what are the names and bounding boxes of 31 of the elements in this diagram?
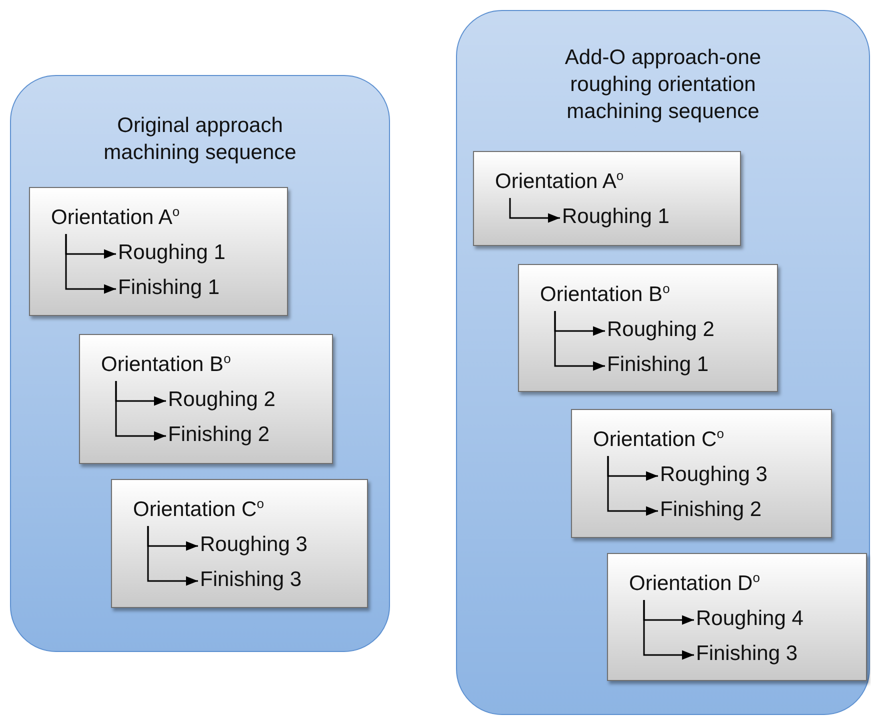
operation-label: Roughing 1 <box>118 241 226 265</box>
operation-label: Roughing 2 <box>607 318 714 342</box>
orientation-box <box>29 187 288 316</box>
orientation-box <box>111 479 368 608</box>
orientation-heading: Orientation A$^{o}$ <box>51 206 180 230</box>
orientation-box <box>518 264 778 392</box>
operation-label: Roughing 2 <box>168 388 276 412</box>
operation-label: Finishing 2 <box>168 423 270 447</box>
orientation-heading: Orientation A$^{o}$ <box>495 170 624 194</box>
orientation-box <box>607 553 867 681</box>
group-panel <box>456 10 870 715</box>
operation-label: Roughing 1 <box>562 205 670 229</box>
orientation-box <box>571 409 832 538</box>
orientation-box <box>79 334 333 464</box>
operation-label: Finishing 1 <box>118 276 220 300</box>
operation-label: Finishing 2 <box>660 498 762 522</box>
orientation-heading: Orientation C$^{o}$ <box>133 498 264 522</box>
operation-label: Finishing 3 <box>696 642 798 666</box>
panel-title: Original approach machining sequence <box>102 113 298 166</box>
operation-label: Finishing 3 <box>200 568 302 592</box>
group-panel <box>10 75 390 652</box>
panel-title: Add-O approach-one roughing orientation machining sequence <box>564 45 762 125</box>
orientation-heading: Orientation C$^{o}$ <box>593 428 724 452</box>
operation-label: Roughing 3 <box>200 533 308 557</box>
orientation-heading: Orientation B$^{o}$ <box>540 283 670 307</box>
operation-label: Finishing 1 <box>607 353 709 377</box>
orientation-heading: Orientation D$^{o}$ <box>629 572 760 596</box>
operation-label: Roughing 4 <box>696 607 804 631</box>
orientation-heading: Orientation B$^{o}$ <box>101 353 231 377</box>
orientation-box <box>473 151 741 246</box>
operation-label: Roughing 3 <box>660 463 768 487</box>
